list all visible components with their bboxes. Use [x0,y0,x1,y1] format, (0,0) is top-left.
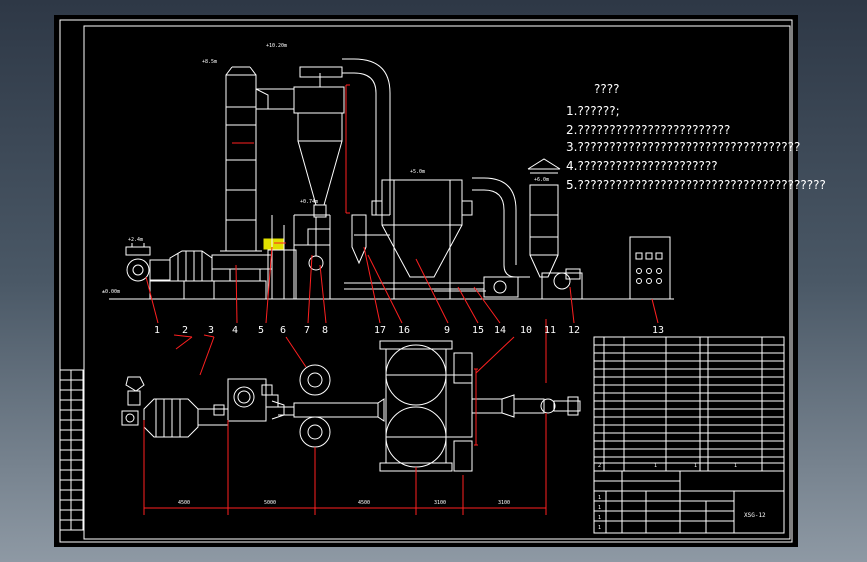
callout-3: 3 [208,325,214,336]
notes-heading: ???? [594,82,619,96]
parts-row-3: 1 [694,463,697,469]
technical-notes: ???? 1.??????; 2.???????????????????????… [566,82,826,192]
exhaust-chimney [529,184,559,256]
callout-10: 10 [520,325,532,336]
elevation-cyclone-base: +0.74m [300,199,318,205]
air-heater [169,250,213,282]
inlet-fan [126,258,150,282]
top-duct [342,72,377,215]
inner-frame [83,25,791,540]
callout-9: 9 [444,325,450,336]
callout-12: 12 [568,325,580,336]
dimension-labels: 4500 5000 4500 3100 3100 [178,500,510,506]
callout-7: 7 [304,325,310,336]
callout-4: 4 [232,325,238,336]
screw-feeder [263,238,285,250]
elevation-chimney: +6.0m [534,177,549,183]
callout-2: 2 [182,325,188,336]
note-3: 3.??????????????????????????????????? [566,140,800,154]
outer-frame [59,19,793,543]
plan-guides [143,368,547,515]
callout-6: 6 [280,325,286,336]
note-4: 4.?????????????????????? [566,159,718,173]
note-2: 2.???????????????????????? [566,123,730,137]
title-cell-3: 1 [598,515,601,521]
dimension-5: 3100 [498,500,510,506]
dimension-2: 5000 [264,500,276,506]
title-cell-4: 1 [598,525,601,531]
elevation-inlet: +2.4m [128,237,143,243]
parts-row-4: 1 [734,463,737,469]
dimension-1: 4500 [178,500,190,506]
elevation-labels: +10.20m +8.5m +0.74m +5.0m +6.0m +2.4m ±… [102,43,549,295]
callout-17: 17 [374,325,386,336]
cyclone-plan-top [299,364,331,396]
drawing-canvas: +10.20m +8.5m +0.74m +5.0m +6.0m +2.4m ±… [59,19,826,543]
elevation-view [125,58,671,300]
callout-14: 14 [494,325,506,336]
cyclone [297,112,343,142]
title-block-text: XSG-12 1 1 1 1 2 1 1 1 [598,463,766,531]
callout-8: 8 [322,325,328,336]
elevation-top: +10.20m [266,43,287,49]
callout-1: 1 [154,325,160,336]
control-cabinet [629,236,671,300]
title-cell-1: 1 [598,495,601,501]
callout-11: 11 [544,325,556,336]
plan-view [121,340,581,472]
parts-row-2: 1 [654,463,657,469]
outlet-duct [472,189,530,278]
elevation-ground: ±0.00m [102,289,120,295]
note-1: 1.??????; [566,104,620,118]
drawing-number: XSG-12 [744,512,766,519]
elevation-stack: +8.5m [202,59,217,65]
drawing-sheet: +10.20m +8.5m +0.74m +5.0m +6.0m +2.4m ±… [54,15,826,547]
elevation-scrubber: +5.0m [410,169,425,175]
callout-13: 13 [652,325,664,336]
callout-15: 15 [472,325,484,336]
revision-strip [59,369,84,531]
heater-plan [143,398,199,438]
parts-row-1: 2 [598,463,601,469]
note-5: 5.??????????????????????????????????????… [566,178,826,192]
title-block [593,470,785,534]
callout-leaders [145,246,659,383]
callout-labels: 1 2 3 4 5 6 7 8 17 16 9 15 14 10 11 12 1… [154,325,664,336]
parts-list [593,336,785,534]
callout-16: 16 [398,325,410,336]
title-cell-2: 1 [598,505,601,511]
elevation-dimensions [232,84,350,244]
drying-tower [225,74,257,252]
callout-5: 5 [258,325,264,336]
dimension-3: 4500 [358,500,370,506]
dryer-plan [227,378,267,422]
dimension-4: 3100 [434,500,446,506]
